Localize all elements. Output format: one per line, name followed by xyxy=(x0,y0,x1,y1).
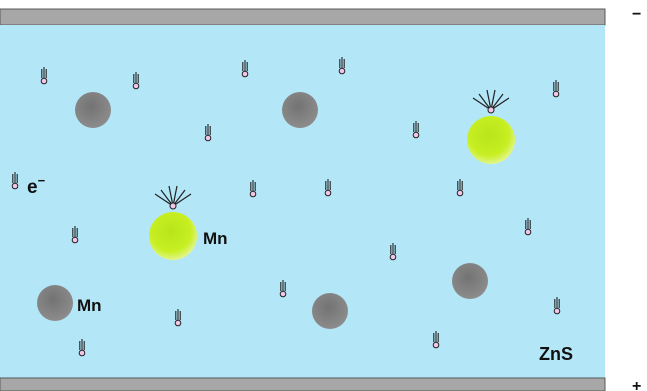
manganese-ion-excited-icon xyxy=(149,212,197,260)
manganese-ion-excited-icon xyxy=(467,116,515,164)
electron-trail-icon xyxy=(241,59,249,78)
manganese-ion-ground-icon xyxy=(282,92,318,128)
electron-trail-icon xyxy=(279,279,287,298)
electron-trail-icon xyxy=(174,308,182,327)
electron-trail-icon xyxy=(71,225,79,244)
light-emission-rays-icon xyxy=(472,89,510,114)
mn-label-excited: Mn xyxy=(203,229,228,248)
positive-terminal-label: + xyxy=(632,378,641,391)
electron-trail-icon xyxy=(432,330,440,349)
manganese-ion-ground-icon xyxy=(452,263,488,299)
electron-trail-icon xyxy=(389,242,397,261)
electron-trail-icon xyxy=(249,179,257,198)
manganese-ion-ground-icon xyxy=(312,293,348,329)
electron-trail-icon xyxy=(132,71,140,90)
negative-terminal-label: − xyxy=(632,6,641,23)
electron-trail-icon xyxy=(456,178,464,197)
manganese-ion-ground-icon xyxy=(37,285,73,321)
light-emission-rays-icon xyxy=(154,185,192,210)
electron-trail-icon xyxy=(324,178,332,197)
electron-trail-icon xyxy=(11,171,19,190)
bottom-electrode xyxy=(0,377,606,391)
electron-trail-icon xyxy=(552,79,560,98)
phosphor-layer xyxy=(0,25,605,378)
host-material-label: ZnS xyxy=(539,344,573,364)
mn-label-ground: Mn xyxy=(77,296,102,315)
electron-trail-icon xyxy=(78,338,86,357)
electron-trail-icon xyxy=(204,123,212,142)
electron-label: e− xyxy=(27,173,46,198)
electron-trail-icon xyxy=(40,66,48,85)
electron-trail-icon xyxy=(553,296,561,315)
electron-trail-icon xyxy=(524,217,532,236)
electron-trail-icon xyxy=(412,120,420,139)
manganese-ion-ground-icon xyxy=(75,92,111,128)
electron-charge-superscript: − xyxy=(38,173,46,188)
top-electrode xyxy=(0,8,606,26)
electron-trail-icon xyxy=(338,56,346,75)
